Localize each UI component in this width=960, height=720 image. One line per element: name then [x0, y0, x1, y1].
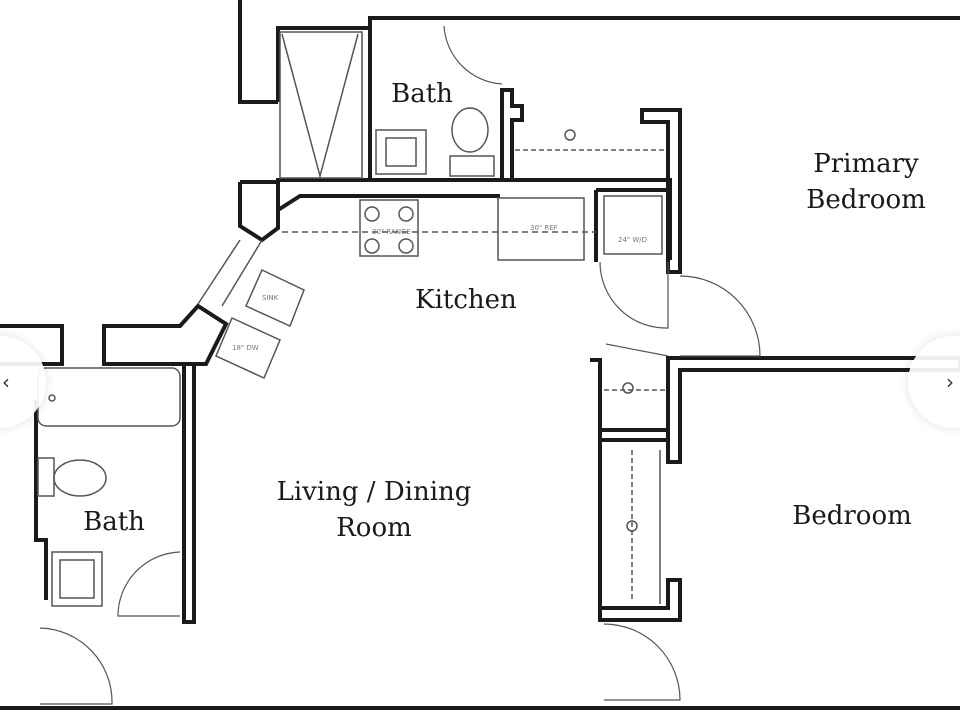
wall-top — [276, 16, 960, 102]
room-label-kitchen: Kitchen — [415, 285, 517, 315]
door-primary-lower — [679, 275, 761, 357]
room-label-bath-top: Bath — [391, 79, 453, 109]
wall-wd-closet — [594, 188, 672, 262]
wall-left-bath-right — [182, 366, 196, 624]
toilet-left-bath — [53, 459, 107, 497]
range — [359, 199, 419, 257]
kitchen-angled-counter — [197, 239, 263, 307]
toilet-top-bath — [451, 107, 489, 153]
label-wd: 24" W/D — [618, 236, 647, 244]
door-primary — [443, 25, 503, 85]
sink-left-bath — [51, 551, 103, 607]
kitchen-sink — [245, 268, 305, 328]
wall-kitchen-counter — [240, 178, 672, 190]
wall-kitchen-diag — [238, 182, 280, 243]
room-label-living-2: Room — [336, 513, 412, 543]
wall-left-corridor — [102, 303, 229, 366]
sink-top-bath — [375, 129, 427, 175]
wall-closet-mid — [590, 358, 682, 622]
refrigerator — [497, 197, 585, 261]
room-label-living-1: Living / Dining — [277, 477, 472, 507]
label-dw: 18" DW — [232, 344, 259, 352]
label-range: 30" RANGE — [372, 228, 411, 236]
chevron-left-icon: ‹ — [2, 370, 10, 394]
bathtub — [37, 367, 181, 427]
washer-dryer — [603, 195, 663, 255]
wall-top-left-stub — [238, 0, 278, 104]
door-left-bath — [117, 551, 181, 617]
room-label-primary-2: Bedroom — [806, 185, 926, 215]
label-sink: SINK — [262, 294, 279, 302]
wall-closet-divider — [600, 428, 670, 442]
room-label-primary-1: Primary — [813, 149, 919, 179]
door-kitchen-wd — [599, 261, 669, 329]
room-label-bedroom: Bedroom — [792, 501, 912, 531]
shower-cross — [281, 33, 359, 179]
door-closet-mid — [605, 343, 669, 357]
wall-bath-right — [500, 88, 524, 182]
door-entry-right — [603, 623, 681, 701]
wall-bedroom-top — [666, 356, 960, 464]
label-fridge: 30" REF — [530, 224, 558, 232]
wall-left-bath-left — [34, 400, 48, 600]
room-label-bath-left: Bath — [83, 507, 145, 537]
chevron-right-icon: › — [946, 370, 954, 394]
door-entry-left — [39, 627, 113, 705]
shower-top — [279, 31, 363, 179]
wall-kitchen-inner — [276, 194, 500, 212]
kitchen-dw — [215, 316, 281, 380]
